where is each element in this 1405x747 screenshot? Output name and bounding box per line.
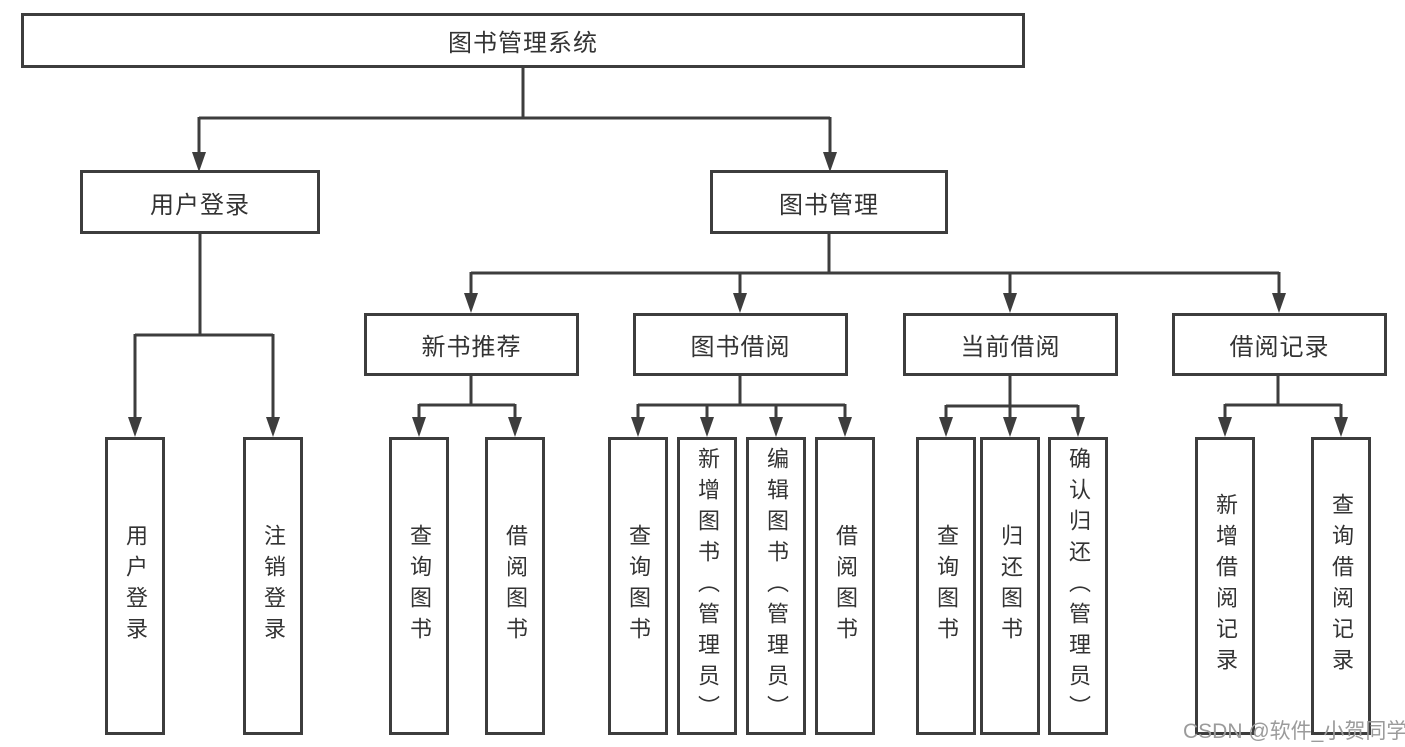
node-label: 图书管理 <box>779 191 879 219</box>
leaf-query-borrow-record: 查询借阅记录 <box>1311 437 1371 735</box>
leaf-add-borrow-record: 新增借阅记录 <box>1195 437 1255 735</box>
node-library-system: 图书管理系统 <box>21 13 1025 68</box>
node-label: 借阅图书 <box>503 524 528 648</box>
leaf-confirm-return-admin: 确认归还（管理员） <box>1048 437 1108 735</box>
node-label: 查询图书 <box>407 524 432 648</box>
node-label: 注销登录 <box>261 524 286 648</box>
node-label: 图书借阅 <box>690 334 791 361</box>
node-label: 用户登录 <box>123 524 148 648</box>
node-borrowing-records: 借阅记录 <box>1172 313 1387 376</box>
node-label: 查询借阅记录 <box>1329 493 1354 679</box>
node-label: 编辑图书（管理员） <box>764 446 789 726</box>
node-label: 新增图书（管理员） <box>695 446 720 726</box>
leaf-return-book: 归还图书 <box>980 437 1040 735</box>
leaf-edit-book-admin: 编辑图书（管理员） <box>746 437 806 735</box>
node-label: 借阅图书 <box>833 524 858 648</box>
leaf-user-login: 用户登录 <box>105 437 165 735</box>
node-label: 查询图书 <box>934 524 959 648</box>
node-label: 新增借阅记录 <box>1213 493 1238 679</box>
leaf-add-book-admin: 新增图书（管理员） <box>677 437 737 735</box>
leaf-query-books: 查询图书 <box>608 437 668 735</box>
node-label: 用户登录 <box>150 191 250 219</box>
leaf-logout: 注销登录 <box>243 437 303 735</box>
node-book-management: 图书管理 <box>710 170 948 234</box>
leaf-query-books: 查询图书 <box>389 437 449 735</box>
node-current-borrowing: 当前借阅 <box>903 313 1118 376</box>
node-label: 新书推荐 <box>421 334 522 361</box>
leaf-borrow-books: 借阅图书 <box>485 437 545 735</box>
node-label: 借阅记录 <box>1229 334 1330 361</box>
node-label: 图书管理系统 <box>448 30 598 57</box>
node-new-book-recommendation: 新书推荐 <box>364 313 579 376</box>
leaf-query-books: 查询图书 <box>916 437 976 735</box>
node-user-login: 用户登录 <box>80 170 320 234</box>
watermark: CSDN @软件_小贺同学 <box>1183 720 1405 743</box>
node-book-borrowing: 图书借阅 <box>633 313 848 376</box>
node-label: 确认归还（管理员） <box>1066 446 1091 726</box>
leaf-borrow-books: 借阅图书 <box>815 437 875 735</box>
node-label: 查询图书 <box>626 524 651 648</box>
node-label: 归还图书 <box>998 524 1023 648</box>
node-label: 当前借阅 <box>960 334 1061 361</box>
